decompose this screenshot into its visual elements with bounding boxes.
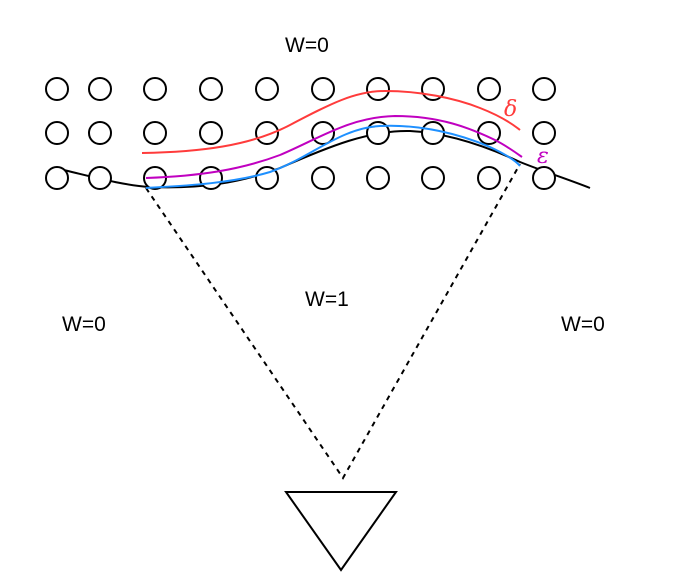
lattice-site [421, 121, 445, 145]
lattice-site [532, 121, 556, 145]
lattice-site [199, 77, 223, 101]
delta-label: δ [504, 97, 517, 122]
lattice-site [143, 77, 167, 101]
lattice-site [45, 166, 69, 190]
observer-triangle [284, 491, 398, 572]
left-region-label: W=0 [62, 313, 106, 336]
epsilon-label: ε [537, 144, 549, 169]
lattice-site [88, 166, 112, 190]
lattice-site [45, 77, 69, 101]
lattice-site [88, 121, 112, 145]
lattice-site [311, 166, 335, 190]
lattice-site [255, 121, 279, 145]
top-region-label: W=0 [285, 34, 329, 57]
inner-curve [145, 124, 521, 189]
lattice-site [255, 77, 279, 101]
lattice-site [477, 166, 501, 190]
delta-curve [141, 89, 521, 154]
lattice [45, 77, 556, 190]
lattice-site [143, 121, 167, 145]
lattice-site [88, 77, 112, 101]
center-region-label: W=1 [305, 288, 349, 311]
lattice-site [532, 166, 556, 190]
epsilon-curve [145, 114, 523, 179]
lattice-site [477, 77, 501, 101]
lattice-site [366, 77, 390, 101]
lattice-site [311, 77, 335, 101]
right-region-label: W=0 [561, 313, 605, 336]
lattice-site [421, 166, 445, 190]
lattice-site [255, 166, 279, 190]
lattice-site [366, 166, 390, 190]
view-cone [145, 163, 521, 480]
lattice-site [199, 121, 223, 145]
lattice-site [45, 121, 69, 145]
lattice-site [532, 77, 556, 101]
